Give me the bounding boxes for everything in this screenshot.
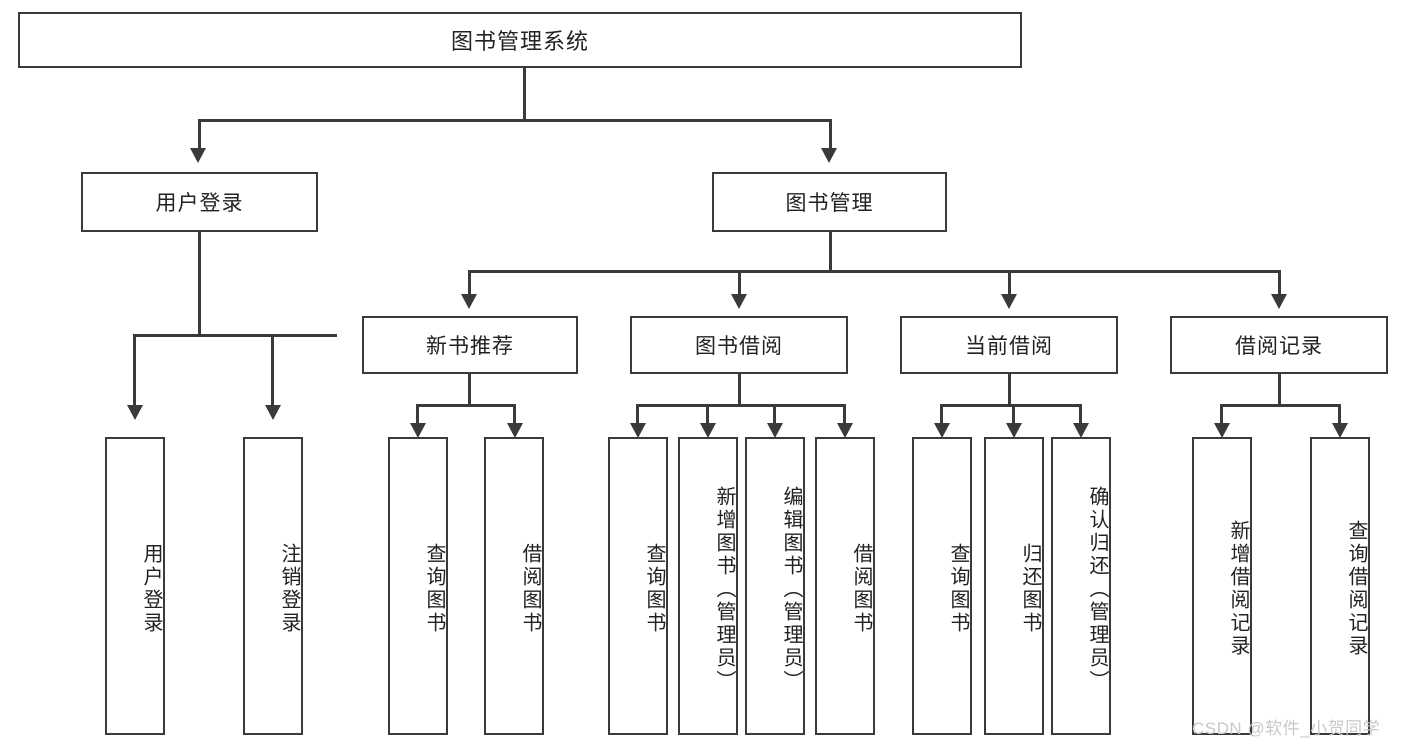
connector-bm-to-borrow-record	[1278, 270, 1281, 296]
leaf-book-borrow-add-book-admin[interactable]: 新增图书（管理员）	[678, 437, 738, 735]
arrow-user-login-to-logout	[265, 405, 281, 420]
arrow-br-to-query	[1332, 423, 1348, 438]
connector-new-book-stem	[468, 374, 471, 406]
leaf-new-book-borrow-book[interactable]: 借阅图书	[484, 437, 544, 735]
node-book-borrow[interactable]: 图书借阅	[630, 316, 848, 374]
connector-borrow-record-bus	[1220, 404, 1341, 407]
node-new-book-recommend[interactable]: 新书推荐	[362, 316, 578, 374]
connector-book-borrow-bus	[636, 404, 845, 407]
arrow-bm-to-book-borrow	[731, 294, 747, 309]
connector-bb-to-borrow	[843, 404, 846, 426]
connector-bb-to-add	[706, 404, 709, 426]
arrow-bm-to-new-book	[461, 294, 477, 309]
connector-root-bus	[198, 119, 831, 122]
arrow-nb-to-query	[410, 423, 426, 438]
leaf-new-book-query-book[interactable]: 查询图书	[388, 437, 448, 735]
connector-book-borrow-stem	[738, 374, 741, 406]
arrow-root-to-book-management	[821, 148, 837, 163]
leaf-user-login-login[interactable]: 用户登录	[105, 437, 165, 735]
node-book-management[interactable]: 图书管理	[712, 172, 947, 232]
connector-current-borrow-stem	[1008, 374, 1011, 406]
leaf-current-borrow-return-book[interactable]: 归还图书	[984, 437, 1044, 735]
leaf-current-borrow-confirm-return-admin[interactable]: 确认归还（管理员）	[1051, 437, 1111, 735]
connector-book-management-bus	[468, 270, 1281, 273]
arrow-user-login-to-login	[127, 405, 143, 420]
arrow-bb-to-add	[700, 423, 716, 438]
leaf-book-borrow-edit-book-admin[interactable]: 编辑图书（管理员）	[745, 437, 805, 735]
connector-root-to-user-login	[198, 119, 201, 149]
arrow-cb-to-query	[934, 423, 950, 438]
arrow-root-to-user-login	[190, 148, 206, 163]
arrow-nb-to-borrow	[507, 423, 523, 438]
connector-borrow-record-stem	[1278, 374, 1281, 406]
arrow-br-to-add	[1214, 423, 1230, 438]
connector-book-management-stem	[829, 232, 832, 272]
connector-user-login-stem	[198, 232, 201, 336]
arrow-bb-to-borrow	[837, 423, 853, 438]
connector-new-book-bus	[416, 404, 516, 407]
node-current-borrow[interactable]: 当前借阅	[900, 316, 1118, 374]
connector-br-to-add	[1220, 404, 1223, 426]
leaf-book-borrow-query-book[interactable]: 查询图书	[608, 437, 668, 735]
connector-bm-to-new-book	[468, 270, 471, 296]
connector-bb-to-query	[636, 404, 639, 426]
node-user-login[interactable]: 用户登录	[81, 172, 318, 232]
connector-nb-to-borrow	[513, 404, 516, 426]
arrow-bm-to-current-borrow	[1001, 294, 1017, 309]
connector-bm-to-current-borrow	[1008, 270, 1011, 296]
leaf-book-borrow-borrow-book[interactable]: 借阅图书	[815, 437, 875, 735]
arrow-cb-to-confirm	[1073, 423, 1089, 438]
node-root-book-management-system[interactable]: 图书管理系统	[18, 12, 1022, 68]
connector-current-borrow-bus	[940, 404, 1080, 407]
connector-root-to-book-management	[829, 119, 832, 149]
connector-br-to-query	[1338, 404, 1341, 426]
arrow-cb-to-return	[1006, 423, 1022, 438]
leaf-borrow-record-query-record[interactable]: 查询借阅记录	[1310, 437, 1370, 735]
arrow-bm-to-borrow-record	[1271, 294, 1287, 309]
connector-user-login-to-logout	[271, 334, 274, 406]
leaf-current-borrow-query-book[interactable]: 查询图书	[912, 437, 972, 735]
connector-root-stem	[523, 68, 526, 121]
node-borrow-record[interactable]: 借阅记录	[1170, 316, 1388, 374]
connector-nb-to-query	[416, 404, 419, 426]
watermark-text: CSDN @软件_小贺同学	[1192, 719, 1381, 738]
connector-cb-to-return	[1012, 404, 1015, 426]
connector-cb-to-query	[940, 404, 943, 426]
arrow-bb-to-edit	[767, 423, 783, 438]
arrow-bb-to-query	[630, 423, 646, 438]
leaf-borrow-record-add-record[interactable]: 新增借阅记录	[1192, 437, 1252, 735]
connector-user-login-to-login	[133, 334, 136, 406]
connector-bb-to-edit	[773, 404, 776, 426]
connector-bm-to-book-borrow	[738, 270, 741, 296]
leaf-user-login-logout[interactable]: 注销登录	[243, 437, 303, 735]
connector-user-login-bus	[133, 334, 337, 337]
connector-cb-to-confirm	[1079, 404, 1082, 426]
